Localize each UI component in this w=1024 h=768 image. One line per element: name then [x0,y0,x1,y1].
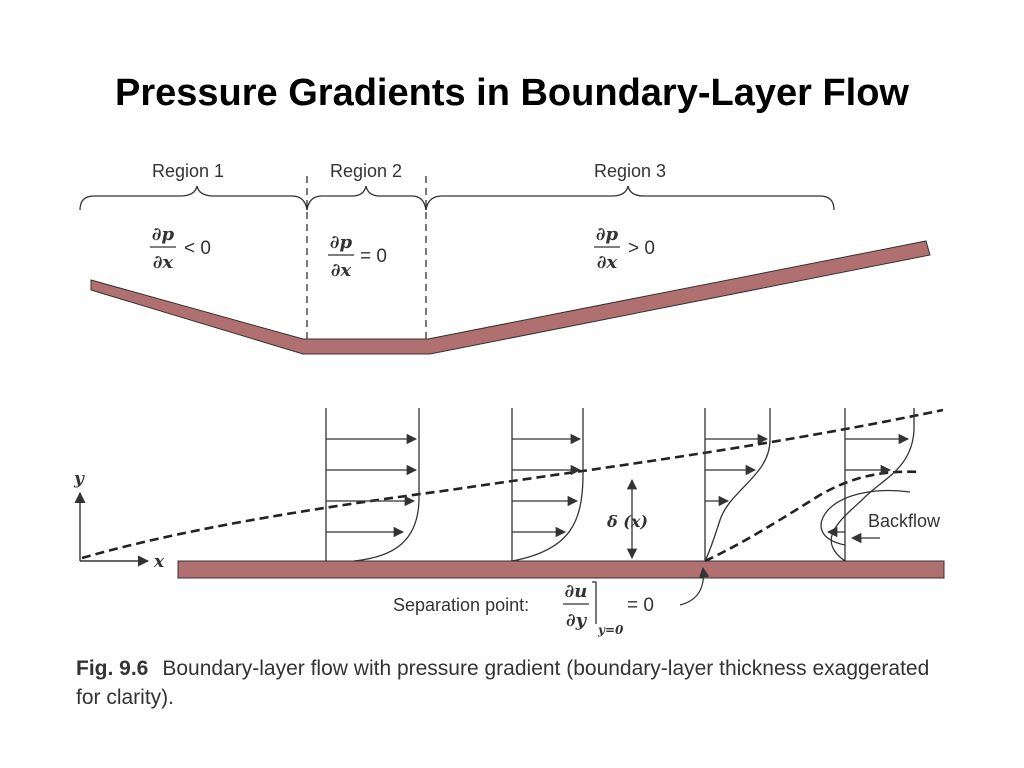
figure-number: Fig. 9.6 [76,657,149,680]
region-1-brace [79,185,308,211]
boundary-layer-edge [81,408,944,560]
region-2-gradient: ∂p ∂x = 0 [328,232,387,281]
velocity-profile-4 [820,408,915,562]
velocity-profile-2 [511,408,584,562]
du-numerator: ∂u [565,581,588,602]
dp-numerator: ∂p [152,224,175,245]
velocity-profile-3 [704,408,771,562]
delta-label: δ (x) [606,512,648,531]
region-braces [79,185,835,211]
separation-pointer [679,566,710,606]
region-dividers [306,176,427,340]
upper-wall [90,240,931,355]
region-3-label: Region 3 [594,161,666,181]
y-axis-label: y [73,469,85,489]
flat-plate [177,560,945,579]
x-axis-label: x [153,552,165,572]
region-2-brace [306,185,427,211]
separation-condition: = 0 [627,595,654,616]
region-2-condition: = 0 [360,246,387,267]
dy-denominator: ∂y [566,610,588,631]
dx-denominator: ∂x [153,252,174,273]
dx-denominator: ∂x [331,260,352,281]
velocity-profile-1 [325,408,420,562]
dp-numerator: ∂p [330,232,353,253]
slide-title: Pressure Gradients in Boundary-Layer Flo… [115,72,909,114]
dx-denominator: ∂x [597,252,618,273]
region-1-label: Region 1 [152,161,224,181]
coordinate-axes [74,491,150,567]
region-3-gradient: ∂p ∂x > 0 [594,224,655,273]
caption-text: Boundary-layer flow with pressure gradie… [76,657,930,709]
region-2-label: Region 2 [330,161,402,181]
region-1-gradient: ∂p ∂x < 0 [150,224,211,273]
backflow-curve-arrow [820,489,911,546]
backflow-label: Backflow [868,511,941,531]
region-3-brace [425,185,835,211]
region-3-condition: > 0 [628,238,655,259]
separation-label: Separation point: [393,595,529,615]
region-1-condition: < 0 [184,238,211,259]
dp-numerator: ∂p [596,224,619,245]
subscript: y=0 [597,623,624,637]
